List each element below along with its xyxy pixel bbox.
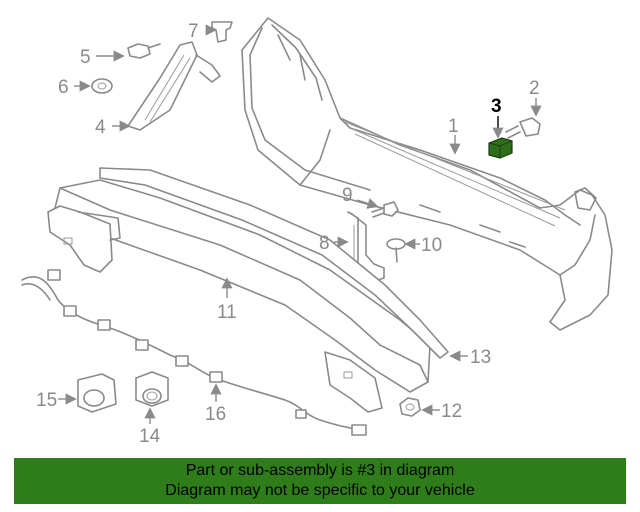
callout-14: 14 bbox=[139, 426, 161, 447]
leader-9 bbox=[356, 198, 379, 209]
callout-4: 4 bbox=[95, 117, 106, 138]
callout-12: 12 bbox=[441, 401, 462, 422]
callout-15: 15 bbox=[36, 390, 57, 411]
clip-part-7 bbox=[211, 21, 233, 43]
trim-strip-part-13 bbox=[99, 167, 449, 359]
fastener-part-6 bbox=[91, 78, 113, 94]
beam-part-11 bbox=[47, 179, 431, 413]
bracket-part-4 bbox=[127, 41, 221, 131]
callout-13: 13 bbox=[470, 347, 491, 368]
callout-3: 3 bbox=[491, 96, 502, 117]
bumper-cover bbox=[241, 17, 613, 331]
banner-line-1: Part or sub-assembly is #3 in diagram bbox=[185, 462, 455, 479]
bolt-part-9 bbox=[371, 201, 399, 218]
callout-8: 8 bbox=[319, 233, 330, 254]
parts-diagram: 1 2 3 4 5 6 7 8 9 10 11 12 13 14 15 16 bbox=[21, 17, 613, 447]
bolt-part-2 bbox=[505, 117, 541, 139]
callout-2: 2 bbox=[529, 78, 540, 99]
bezel-part-15 bbox=[77, 373, 117, 413]
callout-1: 1 bbox=[448, 116, 459, 137]
harness-part-16 bbox=[21, 269, 367, 436]
callout-9: 9 bbox=[342, 185, 353, 206]
clip-part-3 bbox=[488, 137, 513, 159]
callout-16: 16 bbox=[205, 404, 226, 425]
bracket-part-8 bbox=[347, 211, 385, 283]
callout-5: 5 bbox=[80, 47, 91, 68]
callout-11: 11 bbox=[217, 302, 237, 323]
pin-part-5 bbox=[127, 43, 161, 59]
banner-line-2: Diagram may not be specific to your vehi… bbox=[165, 482, 475, 499]
fastener-part-12 bbox=[399, 397, 421, 417]
screw-part-10 bbox=[386, 238, 406, 263]
sensor-part-14 bbox=[135, 371, 169, 407]
callout-10: 10 bbox=[421, 235, 442, 256]
callout-7: 7 bbox=[188, 21, 199, 42]
callout-6: 6 bbox=[58, 77, 69, 98]
info-banner: Part or sub-assembly is #3 in diagram Di… bbox=[14, 458, 626, 504]
